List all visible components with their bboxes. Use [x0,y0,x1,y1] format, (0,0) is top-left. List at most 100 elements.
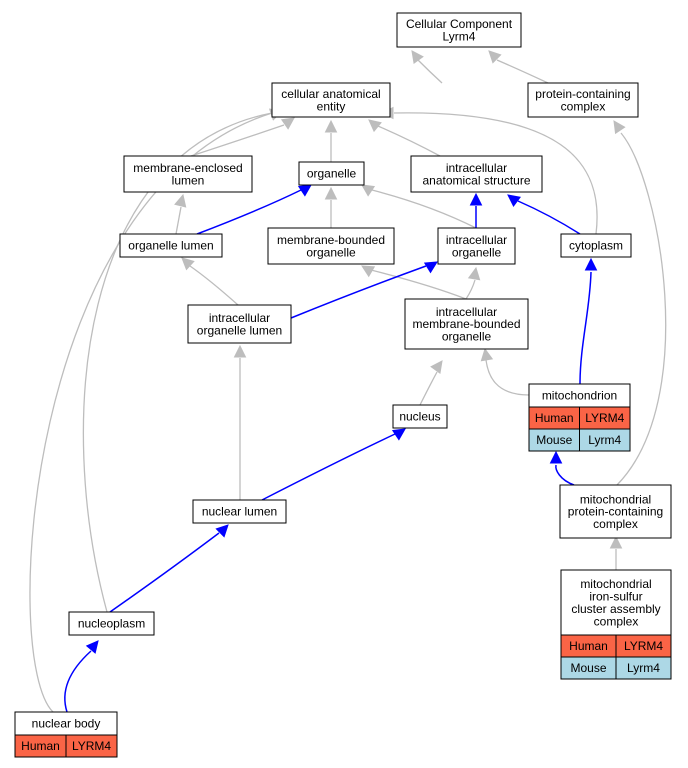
is-a-edge [613,120,667,486]
term-box [404,298,529,350]
is-a-edge [190,117,295,157]
arrow-head-icon [181,257,195,271]
term-label: organelle lumen [128,239,213,253]
is-a-edge [361,184,477,229]
term-label: mitochondrial [580,492,651,506]
is-a-edge [181,257,239,306]
species-label: Human [535,411,574,425]
term-label: membrane-bounded [277,233,385,247]
arrow-head-icon [584,257,598,271]
is-a-edge [488,50,549,84]
term-node-org[interactable]: organelle [298,161,365,186]
is-a-edge [480,347,530,396]
arrow-head-icon [507,194,521,207]
term-box [437,227,516,265]
arrow-head-icon [609,535,623,549]
species-label: Mouse [536,433,572,447]
arrow-head-icon [549,450,563,464]
arrow-head-icon [324,186,338,200]
term-label: organelle [307,167,357,181]
term-box [192,499,287,524]
term-box [267,227,395,265]
term-label: organelle lumen [197,323,282,337]
gene-label: LYRM4 [624,639,663,653]
arrow-head-icon [361,184,376,197]
gene-label: Lyrm4 [627,661,660,675]
term-node-ol[interactable]: organelle lumen [119,233,223,258]
is-a-edge [233,344,247,500]
term-label: complex [594,614,639,628]
part-of-edge [109,524,229,613]
term-node-mito[interactable]: mitochondrion [528,383,631,408]
term-label: nuclear lumen [202,505,277,519]
is-a-edge [324,119,338,162]
term-node-nl[interactable]: nuclear lumen [192,499,287,524]
term-box [559,484,672,539]
is-a-edge [29,108,284,713]
term-label: intracellular [446,233,507,247]
term-label: entity [317,99,346,113]
term-box [187,304,292,344]
term-label: complex [593,517,638,531]
term-node-cyto[interactable]: cytoplasm [560,233,632,258]
gene-label: LYRM4 [585,411,624,425]
arrow-head-icon [297,184,312,197]
term-label: organelle [306,245,356,259]
term-label: organelle [452,245,502,259]
term-label: protein-containing [568,505,663,519]
term-node-np[interactable]: nucleoplasm [68,611,155,636]
arrow-head-icon [391,428,406,441]
term-label: nucleoplasm [78,617,145,631]
arrow-head-icon [324,119,338,133]
annotation-row-mouse: Mouse Lyrm4 [560,656,672,680]
term-box [527,82,639,118]
part-of-edge [579,257,598,385]
arrow-head-icon [423,261,438,274]
arrow-head-icon [85,640,99,654]
part-of-edge [290,261,438,319]
term-box [560,233,632,258]
species-label: Mouse [570,661,606,675]
term-label: cellular anatomical [281,87,380,101]
term-label: intracellular [446,161,507,175]
is-a-edge [411,50,443,84]
term-node-nuc[interactable]: nucleus [392,404,448,429]
term-label: nuclear body [32,717,101,731]
is-a-edge [465,266,481,300]
term-box [119,233,223,258]
term-label: complex [561,99,606,113]
term-label: cytoplasm [569,239,623,253]
part-of-edge [261,428,406,501]
gene-cell [65,734,118,758]
is-a-edge [609,535,623,570]
arrow-head-icon [361,265,376,278]
arrow-head-icon [215,524,229,538]
term-label: protein-containing [535,87,630,101]
term-box [392,404,448,429]
term-label: membrane-bounded [412,317,520,331]
term-node-nb[interactable]: nuclear body [14,711,118,736]
part-of-edge [64,640,99,713]
arrow-head-icon [480,347,494,362]
term-label: lumen [172,173,205,187]
part-of-edge [469,192,483,228]
term-label: mitochondrion [542,389,617,403]
term-label: membrane-enclosed [133,161,242,175]
arrow-head-icon [430,360,443,375]
is-a-edge [361,265,467,300]
arrow-head-icon [368,119,382,133]
